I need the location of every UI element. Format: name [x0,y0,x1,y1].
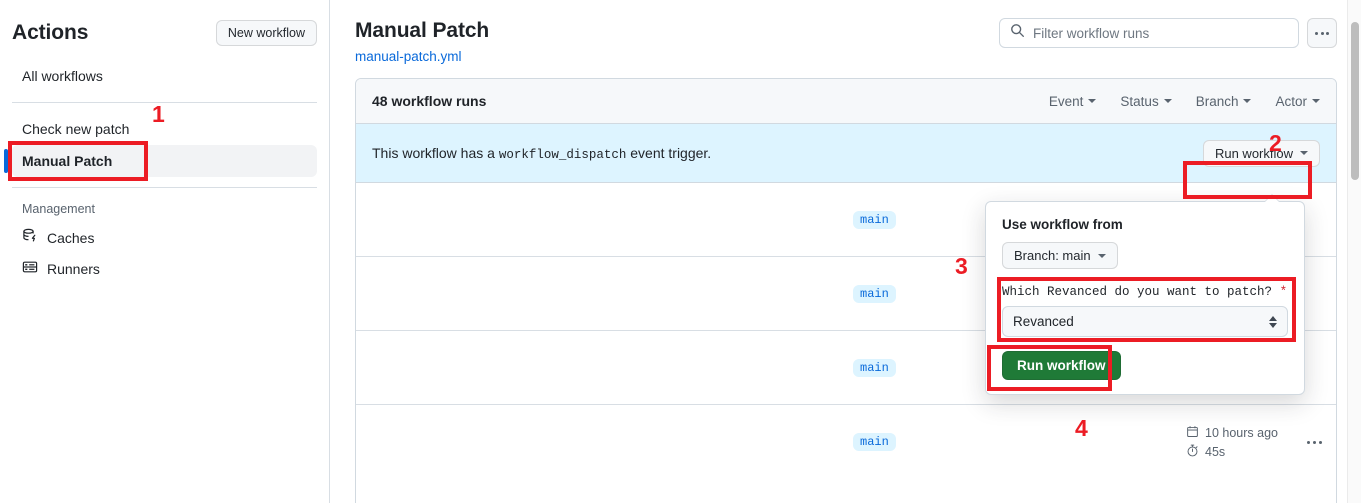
chevron-down-icon [1243,99,1252,103]
revanced-select[interactable]: Revanced [1002,306,1288,337]
filter-actor[interactable]: Actor [1275,94,1320,109]
chevron-down-icon [1163,99,1172,103]
vertical-scrollbar[interactable] [1347,0,1361,503]
actions-sidebar: Actions New workflow All workflows Check… [0,0,330,503]
calendar-icon [1186,425,1199,441]
row-timestamp: 10 hours ago [1186,425,1278,441]
chevron-down-icon [1088,99,1097,103]
branch-selector-label: Branch: main [1014,248,1091,263]
filter-actor-label: Actor [1275,93,1307,109]
workflow-input-label: Which Revanced do you want to patch? * [1002,285,1288,299]
row-duration: 45s [1186,444,1225,460]
row-timestamp-text: 10 hours ago [1205,425,1278,440]
filter-status[interactable]: Status [1120,93,1172,109]
filter-event-label: Event [1048,93,1084,109]
sidebar-item-manual-patch[interactable]: Manual Patch [4,145,317,177]
row-meta: 10 hours ago 45s [1186,425,1278,460]
dispatch-suffix: event trigger. [630,144,712,161]
page-title: Manual Patch [355,19,490,42]
sidebar-group-management: Management [22,202,95,216]
vertical-scrollbar-thumb[interactable] [1351,22,1359,180]
branch-badge[interactable]: main [853,358,896,377]
sidebar-item-caches-label: Caches [47,229,95,246]
run-workflow-panel: Use workflow from Branch: main Which Rev… [985,194,1305,395]
search-icon [1010,23,1033,43]
sidebar-header: Actions New workflow [12,0,317,60]
dispatch-banner-text: This workflow has a workflow_dispatch ev… [372,145,1203,162]
branch-selector-button[interactable]: Branch: main [1002,242,1118,269]
dispatch-prefix: This workflow has a [372,144,495,161]
filter-event[interactable]: Event [1049,94,1097,109]
workflow-header: Manual Patch manual-patch.yml [331,0,1361,64]
server-icon [22,259,38,278]
cache-icon [22,228,38,247]
revanced-select-value: Revanced [1013,314,1074,329]
runs-list-header: 48 workflow runs Event Status Branch [356,79,1336,124]
search-box[interactable] [999,18,1299,48]
workflow-runs-count: 48 workflow runs [372,93,487,109]
filter-status-label: Status [1120,93,1159,109]
dispatch-event-code: workflow_dispatch [498,147,627,162]
filter-branch-label: Branch [1195,93,1239,109]
sidebar-item-check-new-patch[interactable]: Check new patch [22,121,130,137]
chevron-down-icon [1312,99,1320,103]
required-marker: * [1279,285,1288,299]
table-row[interactable]: main 10 hours ago [356,405,1336,479]
row-duration-text: 45s [1205,444,1226,459]
branch-badge[interactable]: main [853,433,896,451]
workflow-input-question: Which Revanced do you want to patch? [1002,285,1273,299]
use-workflow-from-label: Use workflow from [1002,217,1123,232]
new-workflow-button[interactable]: New workflow [215,20,317,46]
workflow-header-right [999,16,1337,48]
chevron-down-icon [1097,253,1106,258]
run-workflow-submit-button[interactable]: Run workflow [1002,351,1121,380]
table-row[interactable]: main [356,257,1336,331]
kebab-horizontal-icon[interactable] [1307,18,1337,48]
branch-badge[interactable]: main [853,210,896,229]
sidebar-divider-2 [12,187,317,188]
sidebar-item-runners-label: Runners [47,260,100,277]
workflow-header-left: Manual Patch manual-patch.yml [355,16,999,64]
run-workflow-dropdown-button[interactable]: Run workflow [1202,139,1320,167]
sidebar-item-caches[interactable]: Caches [12,222,317,253]
sidebar-item-all-workflows[interactable]: All workflows [22,68,103,84]
workflow-file-link[interactable]: manual-patch.yml [355,49,462,64]
workflow-dispatch-banner: This workflow has a workflow_dispatch ev… [356,124,1336,183]
sidebar-divider-1 [12,102,317,103]
sidebar-item-runners[interactable]: Runners [12,253,317,284]
table-row[interactable]: main [356,183,1336,257]
filter-branch[interactable]: Branch [1196,94,1252,109]
select-spinner-icon [1269,315,1277,328]
row-kebab-icon[interactable] [1307,440,1322,444]
sidebar-title: Actions [12,21,89,44]
branch-badge[interactable]: main [853,284,896,303]
main-content: Manual Patch manual-patch.yml [331,0,1361,503]
stopwatch-icon [1186,444,1199,460]
chevron-down-icon [1300,151,1308,155]
runs-filters: Event Status Branch Actor [1049,94,1320,109]
run-workflow-button-label: Run workflow [1214,145,1293,161]
search-input[interactable] [1033,25,1288,41]
